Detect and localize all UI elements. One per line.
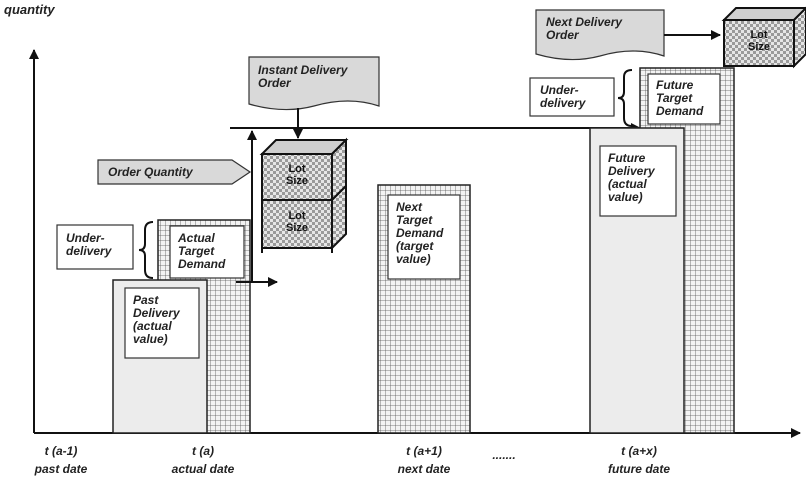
actual-target-demand-box bbox=[169, 225, 245, 279]
tick-actual: t (a) actual date bbox=[158, 442, 248, 478]
tick-future-time: t (a+x) bbox=[621, 444, 657, 458]
next-target-demand-box bbox=[387, 194, 461, 280]
underdelivery-brace-left bbox=[138, 221, 154, 279]
underdelivery-left-box bbox=[56, 224, 134, 270]
tick-future: t (a+x) future date bbox=[594, 442, 684, 478]
instant-delivery-order-callout bbox=[248, 56, 380, 111]
future-delivery-box bbox=[599, 145, 677, 217]
order-quantity-callout bbox=[97, 159, 252, 185]
tick-actual-label: actual date bbox=[171, 462, 235, 476]
lot-size-cube-future bbox=[721, 6, 806, 69]
ellipsis: ....... bbox=[492, 448, 516, 462]
lot-size-upper-text: Lot Size bbox=[285, 163, 308, 187]
tick-actual-time: t (a) bbox=[192, 444, 214, 458]
underdelivery-right-box bbox=[529, 77, 615, 117]
tick-next-time: t (a+1) bbox=[406, 444, 442, 458]
lot-size-cube-lower bbox=[261, 183, 347, 251]
tick-past-label: past date bbox=[34, 462, 88, 476]
order-quantity-text: Order Quantity bbox=[108, 165, 193, 179]
next-delivery-order-callout bbox=[535, 9, 665, 61]
underdelivery-brace-right bbox=[617, 69, 633, 127]
next-target-demand-text: Next Target Demand (target value) bbox=[396, 200, 444, 266]
tick-next-label: next date bbox=[397, 462, 451, 476]
tick-past: t (a-1) past date bbox=[26, 442, 96, 478]
next-delivery-order-text: Next Delivery Order bbox=[546, 15, 623, 42]
future-target-demand-box bbox=[647, 73, 721, 125]
tick-next: t (a+1) next date bbox=[384, 442, 464, 478]
lot-size-lower-text: Lot Size bbox=[285, 210, 308, 234]
instant-delivery-order-text: Instant Delivery Order bbox=[258, 63, 348, 90]
tick-past-time: t (a-1) bbox=[44, 444, 78, 458]
past-delivery-box bbox=[124, 287, 200, 359]
lot-size-future-text: Lot Size bbox=[747, 29, 770, 53]
future-delivery-text: Future Delivery (actual value) bbox=[608, 151, 655, 204]
future-target-demand-text: Future Target Demand bbox=[656, 78, 704, 118]
lot-size-cube-upper bbox=[259, 137, 349, 203]
actual-target-demand-text: Actual Target Demand bbox=[178, 231, 226, 271]
past-delivery-text: Past Delivery (actual value) bbox=[133, 293, 180, 346]
underdelivery-right-text: Under- delivery bbox=[540, 83, 586, 110]
y-axis-label: quantity bbox=[4, 2, 55, 17]
tick-future-label: future date bbox=[607, 462, 670, 476]
underdelivery-left-text: Under- delivery bbox=[66, 231, 112, 258]
